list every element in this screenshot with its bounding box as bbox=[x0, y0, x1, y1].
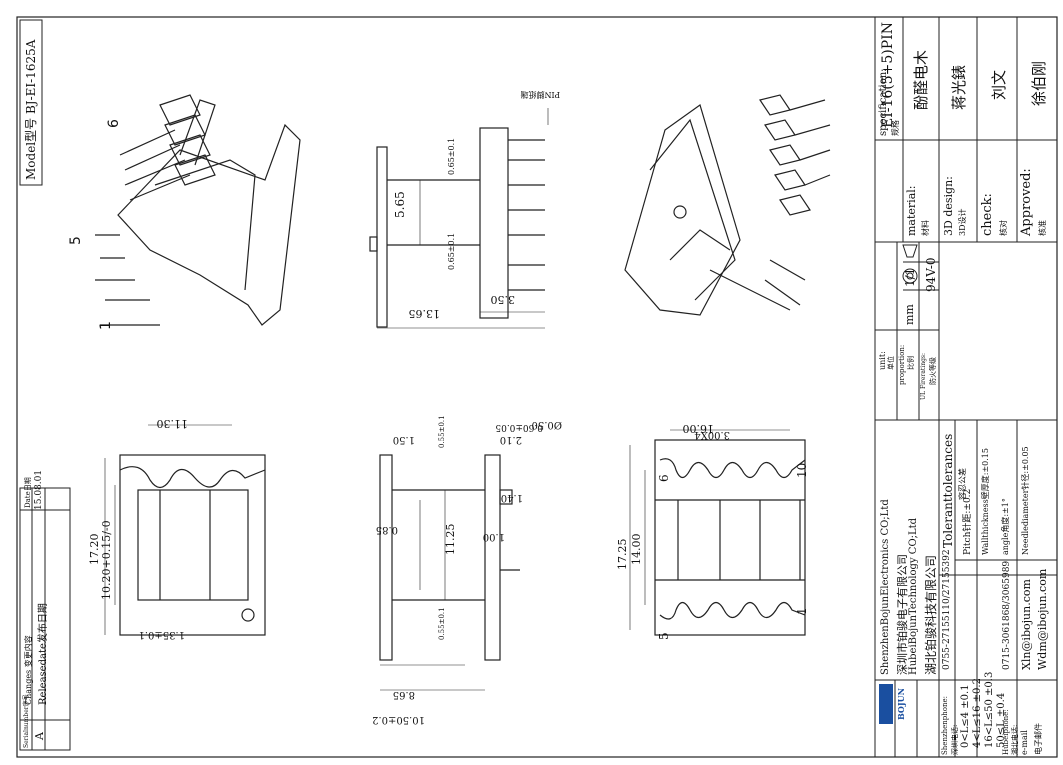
email-cn: 电子邮件 bbox=[1034, 723, 1043, 755]
proportion-label: proportion: bbox=[898, 344, 906, 385]
tol-row-1: 0<L≤4 ±0.1 bbox=[960, 684, 971, 748]
projection-symbol bbox=[902, 244, 918, 284]
dim-11-25: 11.25 bbox=[444, 523, 457, 556]
pin1-label-iso: 1 bbox=[98, 321, 114, 330]
changes-change-value: Releasedate发布日期 bbox=[38, 603, 49, 705]
phone1-value: 0755-27155110/27155392 bbox=[942, 549, 952, 670]
phone1-label: Shenzhenphone: bbox=[941, 695, 949, 755]
model-label: Model型号 BJ-EI-1625A bbox=[24, 39, 38, 180]
changes-table bbox=[19, 487, 71, 751]
unit-cn: 单位 bbox=[887, 356, 895, 370]
pin-10-label: 10 bbox=[795, 462, 809, 478]
model-box bbox=[19, 19, 43, 186]
phone2-cn: 湖北电话: bbox=[1011, 724, 1019, 755]
dim-1-40: 1.40 bbox=[500, 492, 523, 503]
sheet-border bbox=[16, 16, 1058, 758]
dim-2-10: 2.10 bbox=[499, 434, 522, 445]
phone2-value: 0715-3061868/3065989 bbox=[1002, 560, 1012, 670]
dim-1-35: 1.35±0.1 bbox=[138, 629, 185, 640]
dim-14-00: 14.00 bbox=[630, 533, 643, 566]
bojun-logo-text: BOJUN bbox=[896, 688, 906, 720]
changes-date-value: 15.08.01 bbox=[34, 469, 44, 510]
dim-5-65: 5.65 bbox=[393, 191, 407, 218]
flame-value: 94V-0 bbox=[924, 257, 938, 292]
dim-1-00: 1.00 bbox=[482, 531, 505, 542]
proportion-value: 1/1 bbox=[903, 267, 917, 287]
design-label: 3D design: bbox=[942, 176, 955, 236]
email-label: e-mail bbox=[1020, 730, 1029, 755]
company-line-4: 湖北铂骏科技有限公司 bbox=[924, 554, 938, 675]
dim-8-65: 8.65 bbox=[392, 689, 415, 700]
front-view-middle bbox=[379, 454, 520, 691]
design-value: 蒋光錶 bbox=[950, 64, 968, 110]
check-cn: 核对 bbox=[999, 220, 1008, 236]
approved-label: Approved: bbox=[1019, 168, 1034, 236]
tol-note-3: angle角度:±1° bbox=[1001, 498, 1010, 555]
flame-cn: 防火等级 bbox=[929, 357, 937, 385]
design-cn: 3D设计 bbox=[958, 208, 967, 236]
dim-10-50: 10.50±0.2 bbox=[372, 714, 425, 725]
check-label: check: bbox=[980, 193, 995, 236]
company-line-1: ShenzhenBojunElectronics CO;Ltd bbox=[880, 499, 891, 675]
approved-value: 徐伯刚 bbox=[1030, 60, 1048, 106]
tol-note-4: Needlediameter针径:±0.05 bbox=[1021, 446, 1030, 555]
dim-13-65: 13.65 bbox=[408, 307, 441, 320]
bottom-view-right bbox=[629, 429, 806, 636]
tol-note-2: Wallthickness壁厚度:±0.15 bbox=[981, 448, 990, 555]
material-label: material: bbox=[905, 185, 918, 236]
tol-row-2: 4<L≤16 ±0.2 bbox=[972, 678, 983, 748]
pin-6-label: 6 bbox=[657, 474, 671, 482]
pin-1-label: 1 bbox=[795, 607, 809, 615]
iso-view-right bbox=[624, 94, 831, 316]
phone2-label: Hubeiphone: bbox=[1002, 709, 1010, 755]
pin-5-label: 5 bbox=[657, 632, 671, 640]
spec-value: EI-16(5+5)PIN bbox=[880, 22, 896, 128]
proportion-cn: 比例 bbox=[907, 356, 915, 370]
material-cn: 材料 bbox=[921, 220, 930, 236]
bojun-logo-icon bbox=[879, 684, 893, 724]
material-value: 酚醛电木 bbox=[912, 49, 930, 110]
dim-11-30: 11.30 bbox=[156, 417, 189, 430]
changes-serial-value: A bbox=[33, 732, 46, 740]
email-2: Wdm@ibojun.com bbox=[1036, 568, 1049, 670]
pin6-label-iso: 6 bbox=[106, 119, 122, 128]
dim-3-00x4: 3.00X4 bbox=[694, 429, 730, 440]
dim-1-50: 1.50 bbox=[392, 434, 415, 445]
side-view-top bbox=[369, 108, 549, 329]
tol-note-1: Pitch针距:±0.2 bbox=[963, 488, 973, 555]
pin-note: PIN脚纸端 bbox=[520, 90, 560, 99]
company-line-3: HubeiBojunTechnology CO;Ltd bbox=[908, 517, 919, 675]
dim-17-25: 17.25 bbox=[616, 538, 629, 571]
pin5-label-iso: 5 bbox=[68, 236, 84, 245]
approved-cn: 核准 bbox=[1038, 220, 1047, 236]
iso-view-left bbox=[95, 94, 301, 326]
changes-header: Changes 变更内容 bbox=[24, 635, 33, 705]
dim-0-55-bottom: 0.55±0.1 bbox=[438, 607, 446, 640]
dim-diameter-0-50: Ø0.50 bbox=[531, 419, 562, 430]
dim-0-65-top: 0.65±0.1 bbox=[447, 137, 456, 175]
unit-value: mm bbox=[903, 304, 916, 325]
check-value: 刘文 bbox=[990, 69, 1008, 100]
dim-0-85: 0.85 bbox=[375, 524, 398, 535]
dim-0-65-bottom: 0.65±0.1 bbox=[447, 232, 456, 270]
flame-label: UL Fireratings: bbox=[920, 352, 927, 400]
email-1: Xln@ibojun.com bbox=[1020, 579, 1033, 670]
dim-0-55-top: 0.55±0.1 bbox=[438, 415, 446, 448]
phone1-cn: 深圳电话: bbox=[951, 724, 959, 755]
dim-10-20: 10.20+0.15/-0 bbox=[100, 520, 113, 600]
dim-3-50: 3.50 bbox=[490, 293, 516, 306]
tol-row-3: 16<L≤50 ±0.3 bbox=[984, 671, 995, 748]
bottom-view-left bbox=[104, 424, 266, 636]
title-block-grid bbox=[874, 17, 1057, 757]
tolerance-title: Toleranttolerances bbox=[941, 433, 955, 548]
changes-date-header: Date日期 bbox=[24, 477, 32, 508]
